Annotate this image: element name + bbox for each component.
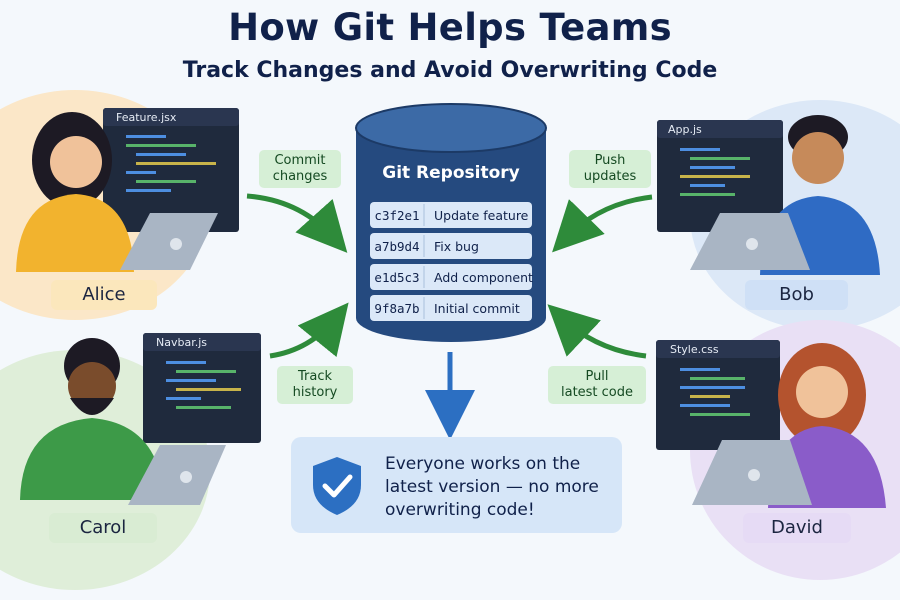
git-repository: Git Repository c3f2e1 Update feature a7b… xyxy=(355,103,547,342)
code-lines xyxy=(126,135,216,192)
name-tag-bob: Bob xyxy=(745,280,848,310)
file-name: Style.css xyxy=(670,343,719,356)
code-lines xyxy=(680,148,750,196)
file-name: Feature.jsx xyxy=(116,111,177,124)
shirt xyxy=(16,194,134,272)
face xyxy=(796,366,848,418)
summary-callout: Everyone works on the latest version — n… xyxy=(291,437,622,533)
laptop xyxy=(120,213,218,270)
pull-label: Pull latest code xyxy=(548,366,646,404)
commit-row: a7b9d4 Fix bug xyxy=(370,233,532,259)
name-tag-carol: Carol xyxy=(49,513,157,543)
track-label: Track history xyxy=(277,366,353,404)
commit-message: Fix bug xyxy=(434,239,479,254)
developer-david: Style.css xyxy=(656,340,886,508)
shield-check-icon xyxy=(313,457,361,515)
pull-arrow xyxy=(547,304,647,359)
file-name: App.js xyxy=(668,123,702,136)
page-subtitle: Track Changes and Avoid Overwriting Code xyxy=(182,58,718,83)
developer-carol: Navbar.js xyxy=(20,333,261,505)
commit-hash: 9f8a7b xyxy=(374,301,419,316)
code-window xyxy=(103,108,239,232)
push-label: Push updates xyxy=(569,150,651,188)
commit-message: Add component xyxy=(434,270,533,285)
commit-hash: c3f2e1 xyxy=(374,208,419,223)
face xyxy=(50,136,102,188)
commit-row: 9f8a7b Initial commit xyxy=(370,295,532,321)
name-tag-alice: Alice xyxy=(51,280,157,310)
developer-bob: App.js xyxy=(657,115,880,275)
push-arrow xyxy=(552,194,653,253)
commit-message: Update feature xyxy=(434,208,529,223)
repository-label: Git Repository xyxy=(382,163,520,183)
name-tag-david: David xyxy=(743,513,851,543)
laptop xyxy=(128,445,226,505)
commit-arrow xyxy=(246,193,348,253)
beard xyxy=(70,398,114,415)
commit-hash: e1d5c3 xyxy=(374,270,419,285)
page-title: How Git Helps Teams xyxy=(228,6,672,49)
file-name: Navbar.js xyxy=(156,336,207,349)
summary-text: Everyone works on the latest version — n… xyxy=(385,454,599,520)
face xyxy=(792,132,844,184)
code-lines xyxy=(166,361,241,409)
developer-alice: Feature.jsx xyxy=(16,108,239,272)
commit-row: e1d5c3 Add component xyxy=(370,264,533,290)
commit-hash: a7b9d4 xyxy=(374,239,419,254)
commit-row: c3f2e1 Update feature xyxy=(370,202,532,228)
commit-label: Commit changes xyxy=(259,150,341,188)
shirt xyxy=(20,418,164,500)
code-lines xyxy=(680,368,750,416)
track-arrow xyxy=(269,302,349,359)
commit-message: Initial commit xyxy=(434,301,520,316)
